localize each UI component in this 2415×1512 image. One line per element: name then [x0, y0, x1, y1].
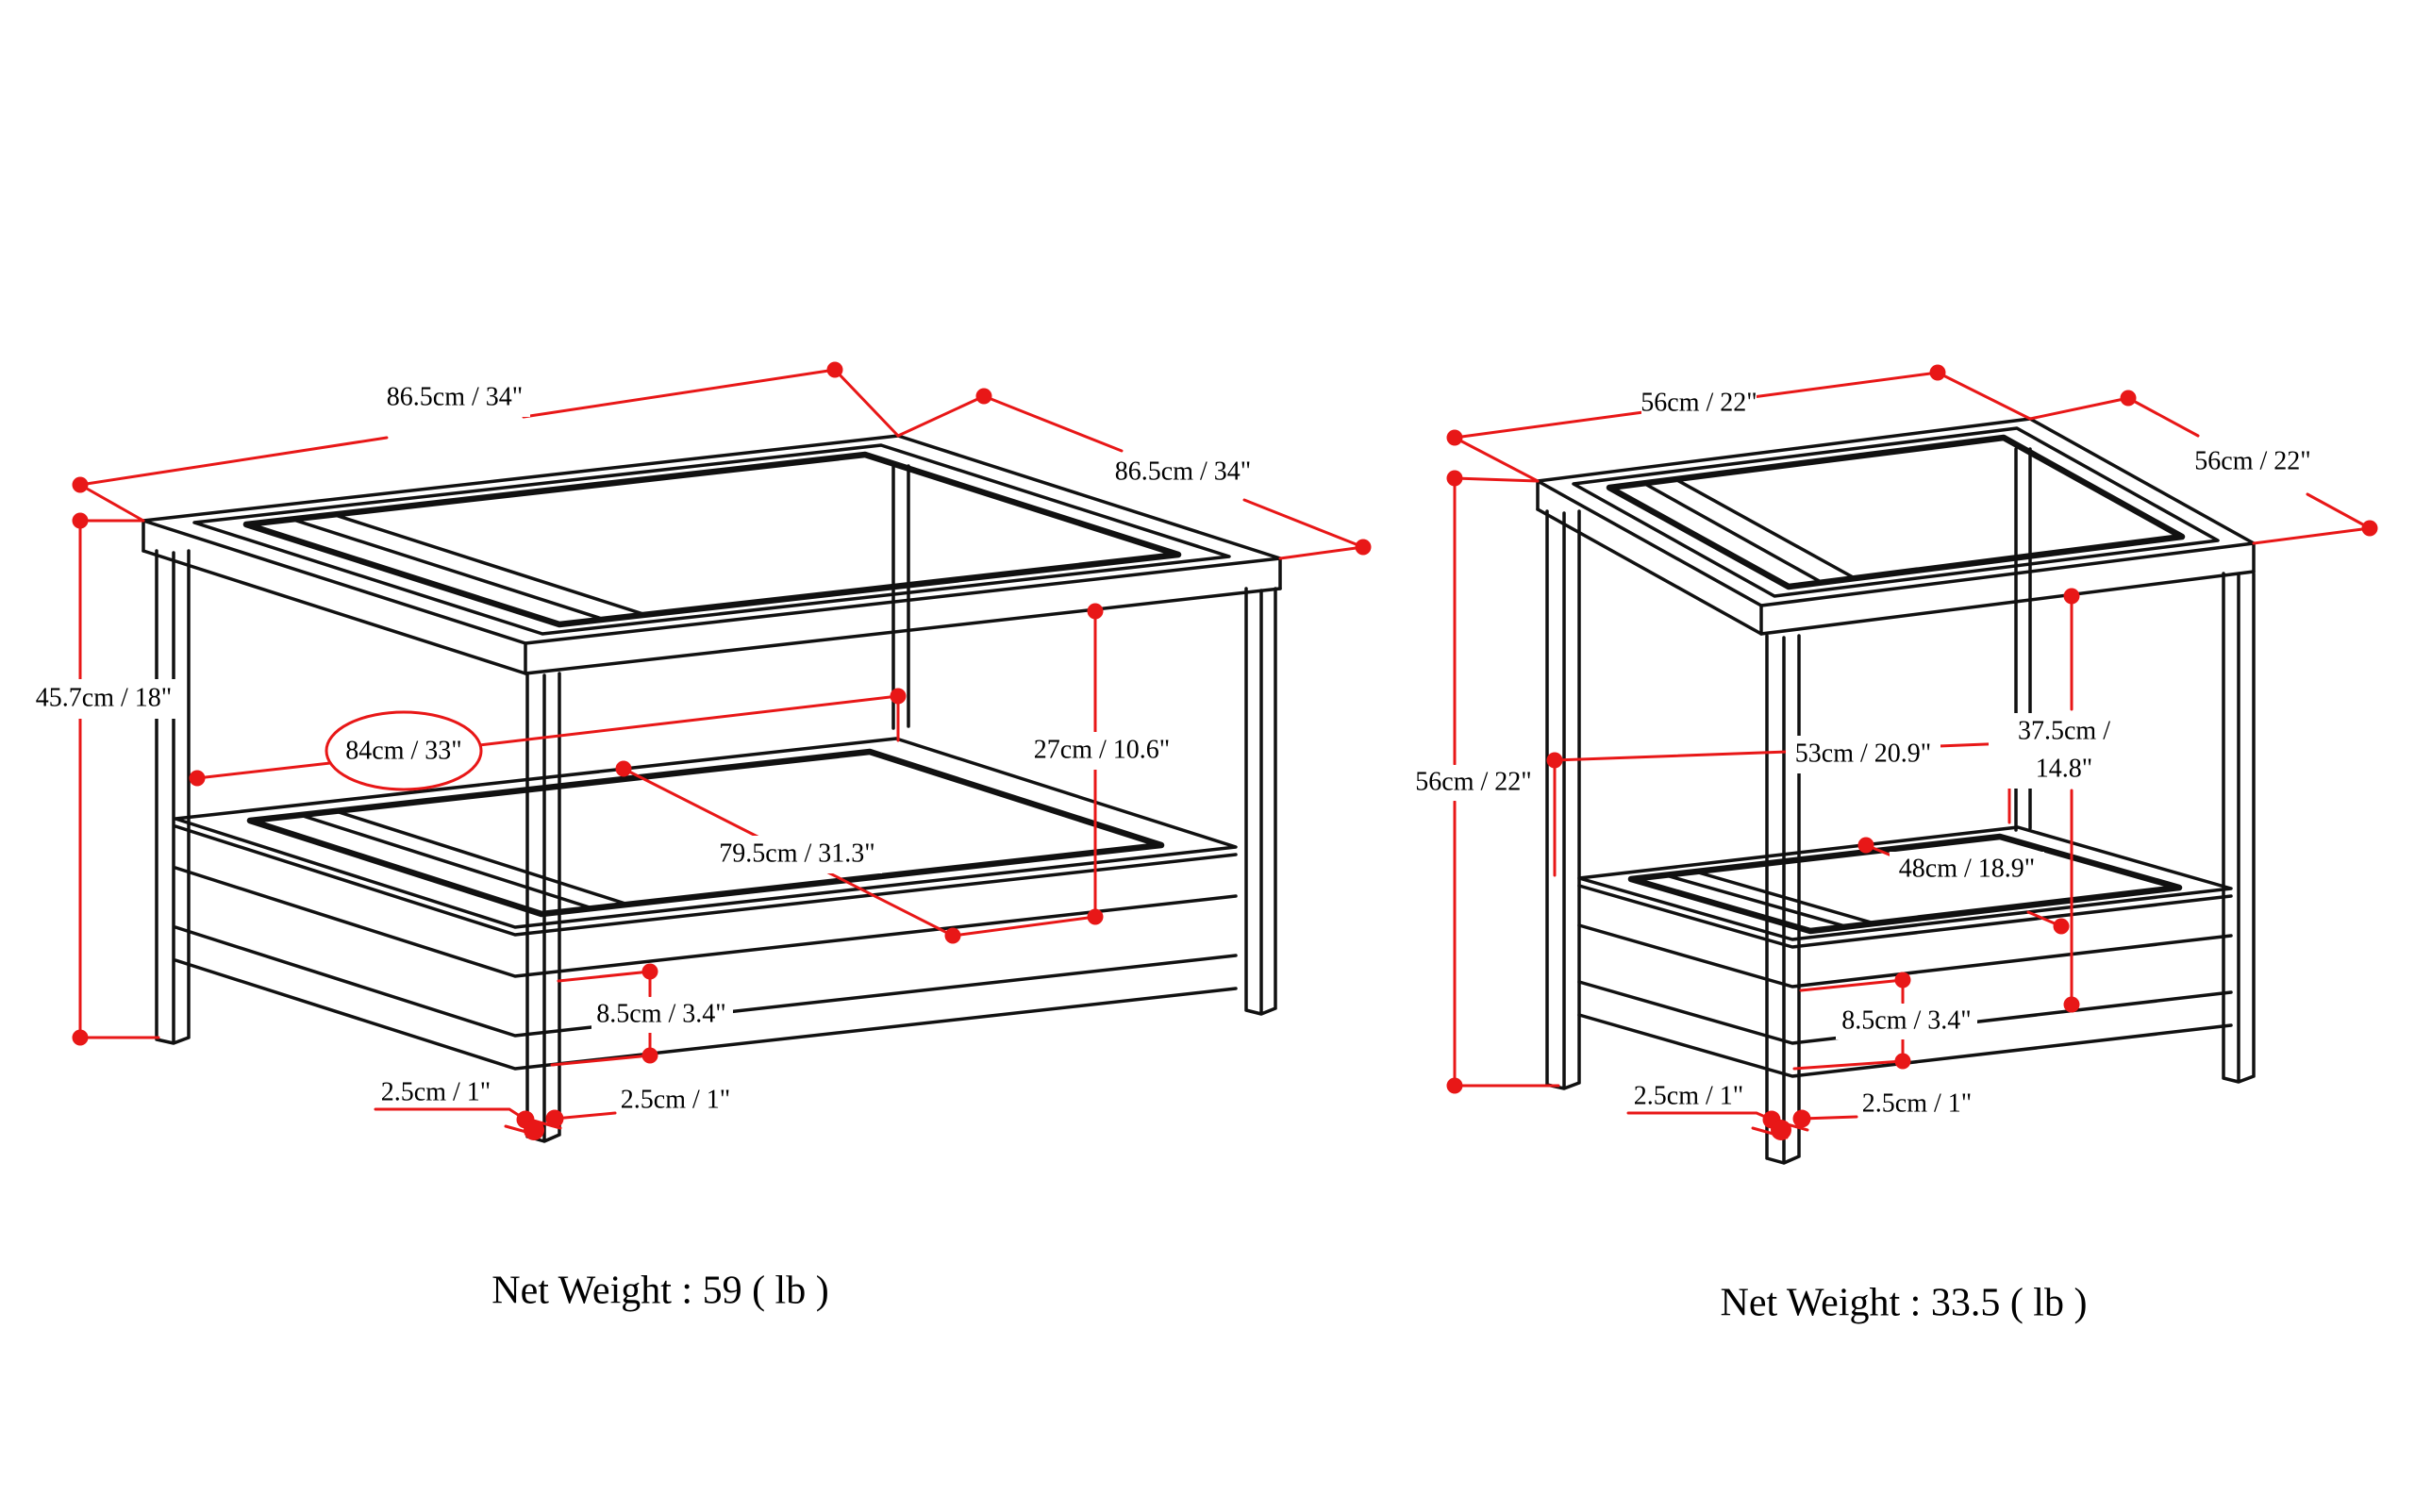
dimension-dots	[72, 361, 1372, 1140]
coffee-net-weight: Net Weight : 59 ( lb )	[491, 1270, 828, 1313]
coffee-table-legs	[155, 464, 1277, 1143]
dimension-dots	[1446, 364, 2378, 1140]
end-net-weight: Net Weight : 33.5 ( lb )	[1721, 1282, 2088, 1325]
end-shelf-clearance-label-line1: 37.5cm /	[2018, 716, 2110, 745]
end-leg-front-label: 2.5cm / 1"	[1862, 1088, 1972, 1118]
end-leg-side-label: 2.5cm / 1"	[1634, 1081, 1743, 1110]
coffee-inner-width-label: 84cm / 33"	[345, 736, 461, 765]
end-top-depth-label: 56cm / 22"	[2194, 446, 2310, 475]
coffee-top-width-label: 86.5cm / 34"	[387, 382, 523, 411]
end-shelf-depth-label: 48cm / 18.9"	[1899, 854, 2035, 883]
end-top-width-label: 56cm / 22"	[1641, 388, 1757, 417]
end-table-drawing	[1536, 417, 2256, 1165]
coffee-top-depth-label: 86.5cm / 34"	[1115, 457, 1251, 486]
coffee-table-drawing	[142, 434, 1282, 1143]
end-inner-width-label: 53cm / 20.9"	[1795, 739, 1931, 768]
end-shelf-clearance-label-line2: 14.8"	[2036, 754, 2092, 783]
coffee-shelf-frame-height-label: 8.5cm / 3.4"	[596, 999, 725, 1028]
end-table-dimensions: 56cm / 22" 56cm / 22" 56cm / 22" 53cm / …	[1415, 364, 2378, 1140]
coffee-leg-side-label: 2.5cm / 1"	[381, 1077, 491, 1106]
coffee-leg-front-label: 2.5cm / 1"	[621, 1085, 730, 1114]
end-shelf-frame-height-label: 8.5cm / 3.4"	[1841, 1005, 1971, 1035]
end-height-label: 56cm / 22"	[1415, 767, 1531, 796]
coffee-table-shelf	[174, 737, 1238, 1071]
coffee-table-dimensions: 86.5cm / 34" 86.5cm / 34" 45.7cm / 18" 8…	[21, 361, 1372, 1140]
coffee-shelf-depth-label: 79.5cm / 31.3"	[719, 839, 874, 868]
coffee-shelf-clearance-label: 27cm / 10.6"	[1034, 735, 1170, 764]
inner-width-highlight-ellipse	[325, 710, 483, 791]
coffee-height-label: 45.7cm / 18"	[36, 683, 172, 712]
